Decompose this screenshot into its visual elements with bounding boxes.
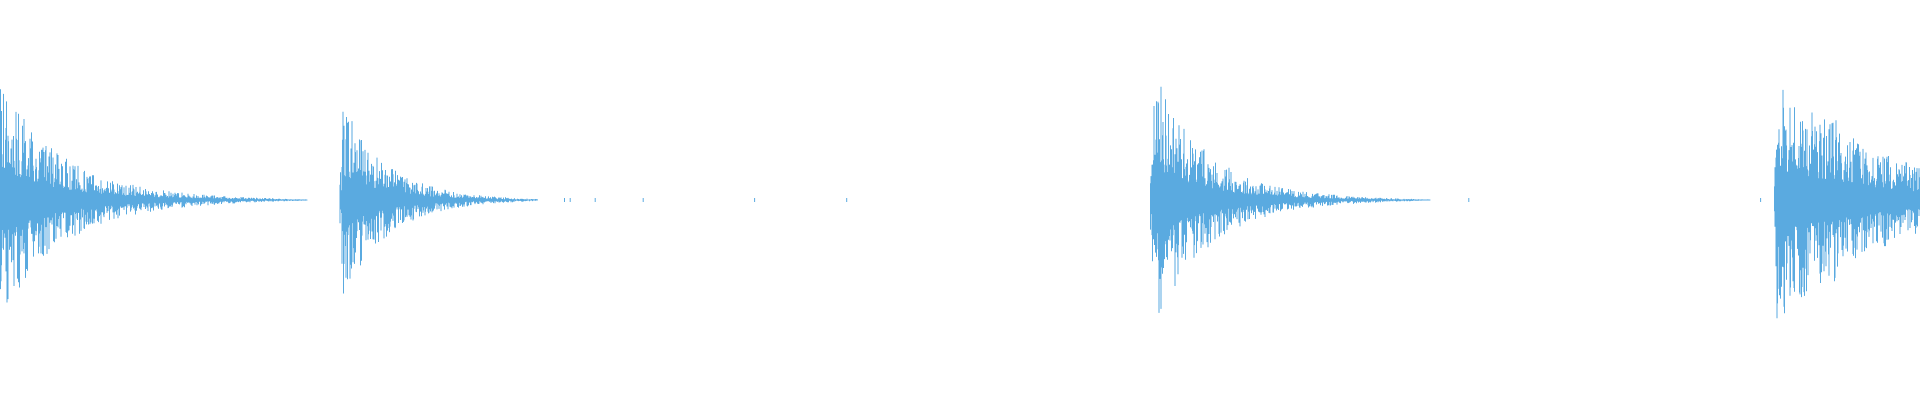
waveform-trace xyxy=(0,86,1920,319)
